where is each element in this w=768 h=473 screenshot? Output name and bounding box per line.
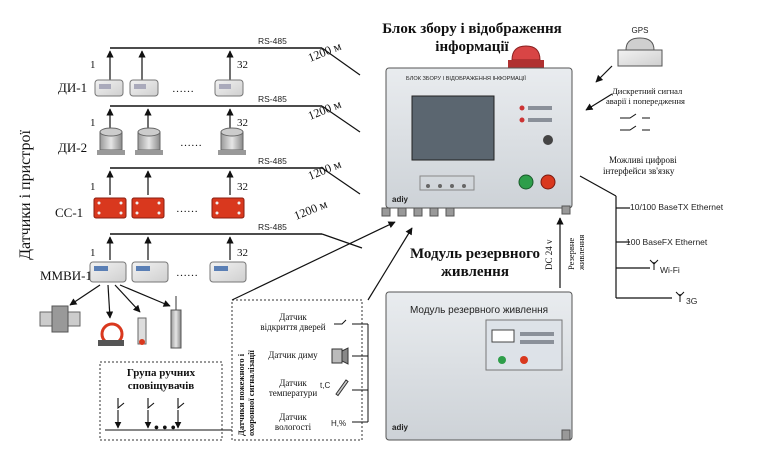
row-di1: RS-485 1200 м 1 32 ДИ-1 …… xyxy=(58,36,361,97)
alarm-lamp-icon xyxy=(511,45,541,61)
row-mmvi1: RS-485 1200 м 1 32 ММВИ-1 …… xyxy=(40,197,363,283)
sensor-label: Датчик xyxy=(279,312,307,322)
distance-label: 1200 м xyxy=(306,97,344,123)
sensor-label: вологості xyxy=(275,422,312,432)
module-mmvi1 xyxy=(131,261,169,283)
interfaces-title-2: інтерфейси зв'язку xyxy=(603,166,675,176)
sensor-first-num: 1 xyxy=(90,59,96,71)
svg-text:……: …… xyxy=(176,203,198,215)
svg-text:……: …… xyxy=(172,83,194,95)
dc-label: DC 24 v xyxy=(544,239,554,270)
interfaces-title-1: Можливі цифрові xyxy=(609,155,677,165)
sensor-ss1 xyxy=(211,197,245,219)
antenna-icon xyxy=(675,291,685,302)
row-label: ММВИ-1 xyxy=(40,268,92,283)
stop-button xyxy=(540,174,556,190)
sensor-di2 xyxy=(135,127,163,155)
backup-title-line2: живлення xyxy=(441,264,509,280)
main-title-line1: Блок збору і відображення xyxy=(382,21,562,37)
reserve-label-2: живлення xyxy=(576,235,586,271)
start-button xyxy=(518,174,534,190)
clamp-sensor-icon xyxy=(98,322,124,346)
side-title: Датчики і пристрої xyxy=(17,130,34,260)
sensor-di2 xyxy=(97,127,125,155)
sensor-label: Датчик диму xyxy=(268,350,318,360)
module-mmvi1 xyxy=(89,261,127,283)
gps-label: GPS xyxy=(632,26,649,35)
bus-label: RS-485 xyxy=(258,36,287,46)
sensor-first-num: 1 xyxy=(90,117,96,129)
fire-group-title-2: охоронної сигналізації xyxy=(246,349,256,436)
sensor-first-num: 1 xyxy=(90,247,96,259)
row-label: ДИ-2 xyxy=(58,140,87,155)
gps-note-line1: Дискретний сигнал xyxy=(612,86,683,96)
gps-note-line2: аварії і попередження xyxy=(606,96,685,106)
bus-label: RS-485 xyxy=(258,156,287,166)
sensor-label: Датчик xyxy=(279,412,307,422)
interface-item: 100 BaseFX Ethernet xyxy=(626,237,708,247)
fire-sensors-group: Датчики пожежного і охоронної сигналізац… xyxy=(231,299,369,441)
module-mmvi1 xyxy=(209,261,247,283)
bus-label: RS-485 xyxy=(258,222,287,232)
level-probe-icon xyxy=(170,296,182,349)
sensor-last-num: 32 xyxy=(237,181,248,193)
temperature-symbol: t,C xyxy=(320,381,330,390)
sensor-label: температури xyxy=(269,388,318,398)
distance-label: 1200 м xyxy=(292,197,330,223)
manual-group-title-2: сповіщувачів xyxy=(128,380,194,392)
sensor-label: Датчик xyxy=(279,378,307,388)
probe-sensor-icon xyxy=(137,317,147,345)
row-di2: RS-485 1200 м 1 32 ДИ-2 …… xyxy=(58,94,361,155)
main-title-line2: інформації xyxy=(435,39,509,55)
distance-label: 1200 м xyxy=(306,39,344,65)
sensor-ss1 xyxy=(131,197,165,219)
sensor-last-num: 32 xyxy=(237,247,248,259)
bus-label: RS-485 xyxy=(258,94,287,104)
backup-device-label: Модуль резервного живлення xyxy=(410,305,548,316)
data-acquisition-unit: БЛОК ЗБОРУ І ВІДОБРАЖЕННЯ ІНФОРМАЦІЇ adi… xyxy=(381,45,573,217)
humidity-symbol: H,% xyxy=(331,419,346,428)
backup-power-module: Модуль резервного живлення adiy xyxy=(385,291,573,441)
gps-antenna-icon xyxy=(625,37,655,51)
row-label: ДИ-1 xyxy=(58,80,87,95)
sensor-ss1 xyxy=(93,197,127,219)
smoke-detector-icon xyxy=(331,347,349,365)
sensor-di1 xyxy=(214,79,244,97)
interface-item: Wi-Fi xyxy=(660,265,680,275)
power-off-lamp xyxy=(520,356,528,364)
gps-module: GPS xyxy=(617,26,663,67)
reserve-label-1: Резервне xyxy=(566,238,576,270)
sensor-label: відкриття дверей xyxy=(260,322,325,332)
device-label: БЛОК ЗБОРУ І ВІДОБРАЖЕННЯ ІНФОРМАЦІЇ xyxy=(406,75,526,82)
row-label: СС-1 xyxy=(55,205,83,220)
sensor-di2 xyxy=(218,127,246,155)
power-on-lamp xyxy=(498,356,506,364)
thermometer-icon xyxy=(335,379,349,397)
device-brand: adiy xyxy=(392,195,409,204)
svg-text:……: …… xyxy=(180,137,202,149)
door-switch-icon xyxy=(334,319,347,325)
fire-group-title-1: Датчики пожежного і xyxy=(236,353,246,436)
backup-brand: adiy xyxy=(392,423,409,432)
backup-title-line1: Модуль резервного xyxy=(410,246,540,262)
sensor-last-num: 32 xyxy=(237,59,248,71)
load-sensor-icon xyxy=(39,305,81,333)
antenna-icon xyxy=(649,259,659,270)
manual-group-title-1: Група ручних xyxy=(127,367,196,379)
sensor-di1 xyxy=(129,79,159,97)
mmvi-peripherals xyxy=(39,284,182,349)
interface-item: 3G xyxy=(686,296,697,306)
sensor-first-num: 1 xyxy=(90,181,96,193)
svg-text:……: …… xyxy=(176,267,198,279)
sensor-di1 xyxy=(94,79,124,97)
device-screen xyxy=(411,95,495,161)
sensor-last-num: 32 xyxy=(237,117,248,129)
interface-item: 10/100 BaseTX Ethernet xyxy=(630,202,724,212)
manual-call-group: Група ручних сповіщувачів • • • xyxy=(99,361,232,441)
relay-contacts-icon xyxy=(620,113,650,131)
svg-text:• • •: • • • xyxy=(154,421,176,436)
